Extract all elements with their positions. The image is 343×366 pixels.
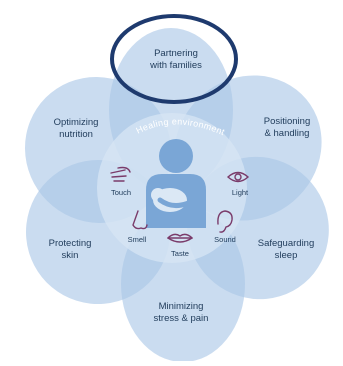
ear-icon (217, 210, 233, 233)
parent-holding-baby-icon (146, 139, 206, 228)
label-nutrition: Optimizing nutrition (53, 117, 99, 140)
eye-icon (226, 171, 250, 183)
label-stress: Minimizing stress & pain (153, 301, 209, 324)
lips-icon (166, 233, 194, 243)
label-smell: Smell (127, 235, 147, 244)
sense-icons (110, 166, 250, 243)
highlight-ring (110, 14, 238, 104)
label-taste: Taste (171, 249, 189, 258)
label-light: Light (231, 188, 249, 197)
hand-icon (110, 166, 131, 182)
nose-icon (132, 210, 148, 230)
label-partnering: Partnering with families (150, 48, 202, 71)
label-sound: Sound (214, 235, 236, 244)
label-touch: Touch (110, 188, 131, 197)
label-skin: Protecting skin (48, 238, 92, 261)
label-positioning: Positioning & handling (263, 116, 311, 139)
label-sleep: Safeguarding sleep (257, 238, 315, 261)
